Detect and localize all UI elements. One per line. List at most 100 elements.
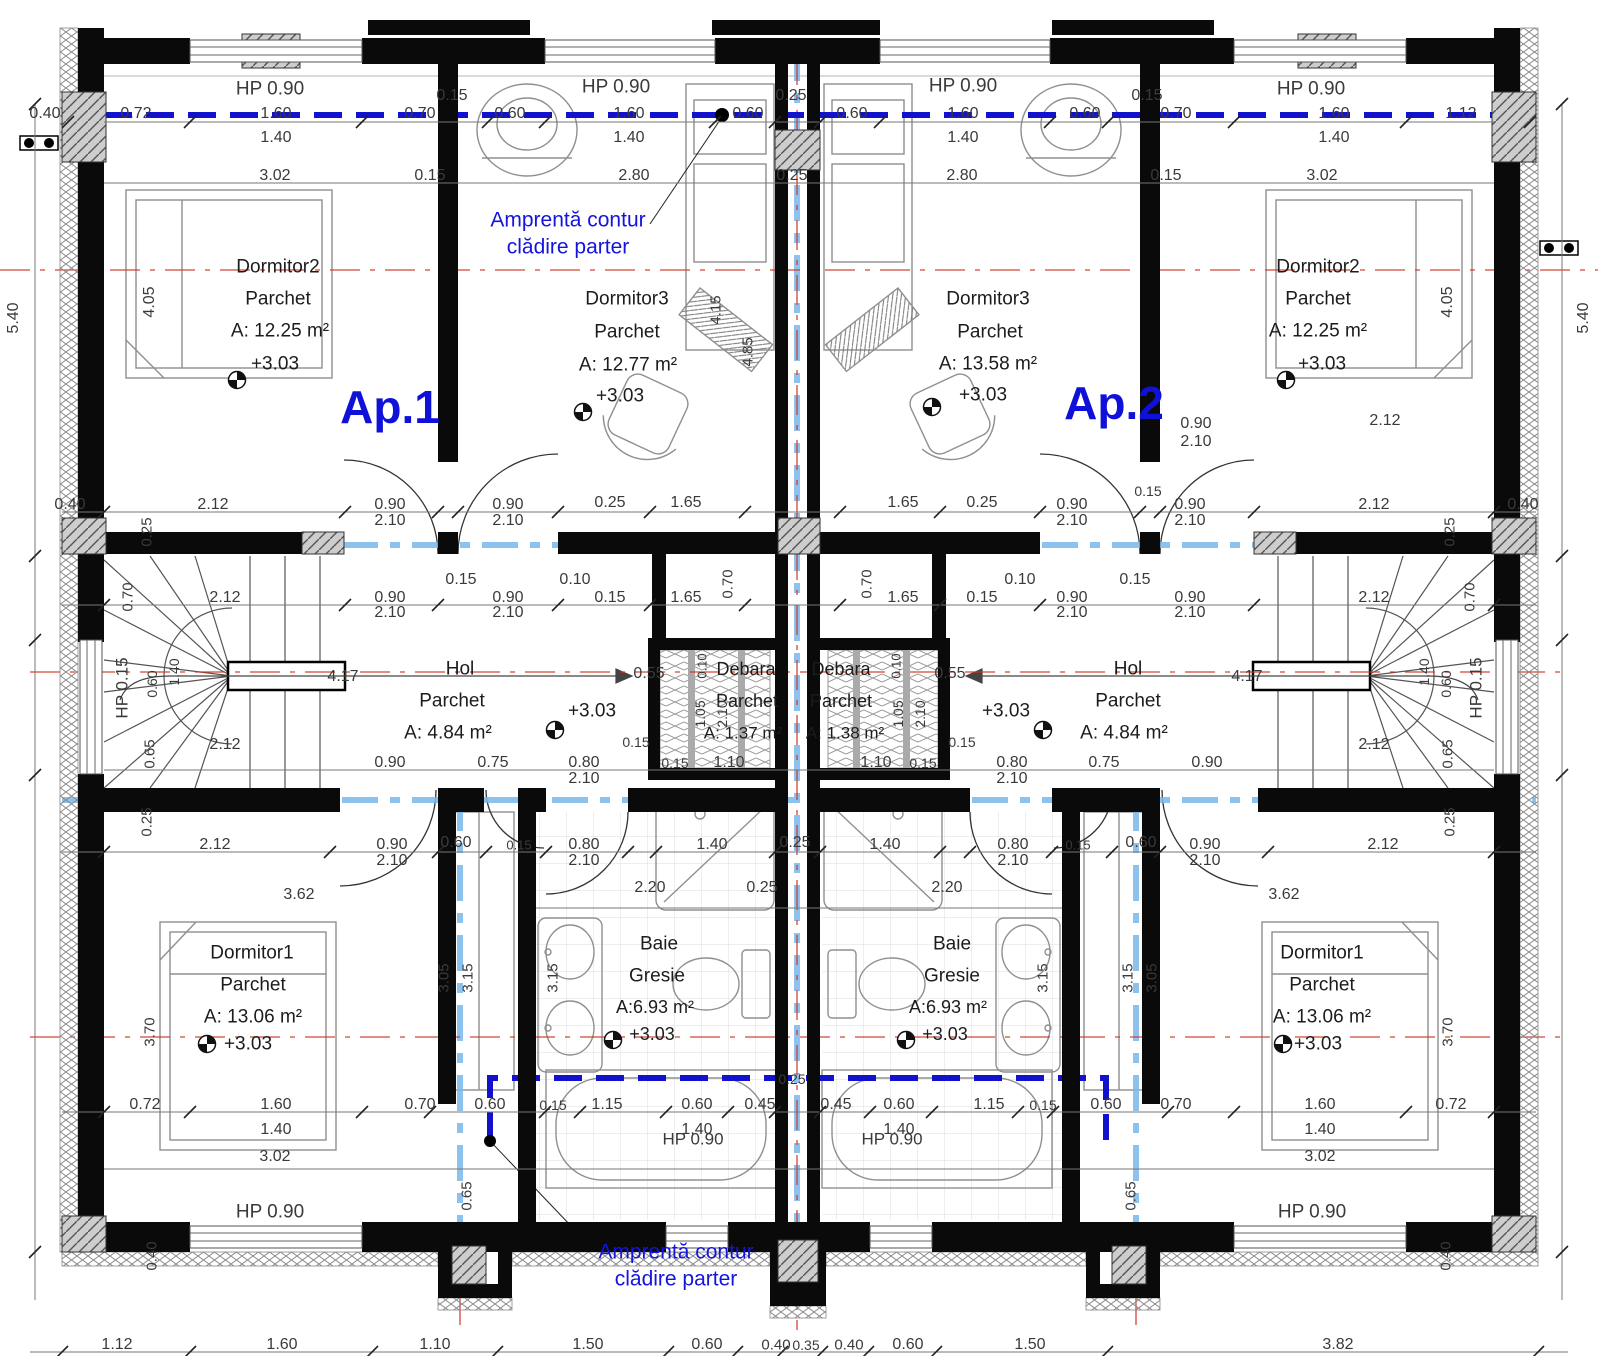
dim-label: 0.80 — [996, 754, 1028, 771]
dim-label: 0.90 — [1056, 589, 1088, 606]
wall-tie-symbol — [19, 135, 1579, 256]
dim-label: 4.85 — [739, 337, 757, 367]
dim-label: 1.40 — [1304, 1121, 1336, 1138]
dim-label: 2.12 — [1358, 736, 1390, 753]
dim-label: 3.62 — [283, 886, 315, 903]
dim-label: 1.15 — [973, 1096, 1005, 1113]
dim-label: 0.70 — [1461, 582, 1479, 612]
dim-label: 0.25 — [746, 879, 778, 896]
dim-label: 0.60 — [1090, 1096, 1122, 1113]
dim-label: 1.65 — [670, 494, 702, 511]
dim-label: 0.40 — [834, 1336, 864, 1354]
room-name: Hol — [445, 658, 475, 680]
dim-label: 0.90 — [1180, 415, 1212, 432]
dim-label: 2.10 — [1174, 512, 1206, 529]
room-level: +3.03 — [250, 353, 300, 375]
closet-shelving — [659, 649, 939, 769]
room-area: A: 1.38 m² — [805, 723, 885, 743]
dim-label: 2.10 — [1180, 433, 1212, 450]
dim-label: 0.75 — [477, 754, 509, 771]
dim-label: 1.12 — [1445, 105, 1477, 122]
dim-label: 3.02 — [259, 1148, 291, 1165]
parapet-label: HP 0.90 — [1276, 78, 1346, 100]
dim-label: 2.10 — [492, 512, 524, 529]
dim-label: 0.40 — [1437, 1241, 1455, 1271]
dim-label: 1.65 — [887, 589, 919, 606]
room-floor: Gresie — [924, 965, 980, 987]
toilet — [672, 949, 771, 1019]
parapet-label: HP 0.90 — [928, 75, 998, 97]
dim-label: 0.90 — [1056, 496, 1088, 513]
room-name: Hol — [1113, 658, 1143, 680]
room-name: Dormitor2 — [1276, 256, 1360, 278]
dim-label: 0.25 — [966, 494, 998, 511]
office-chair — [909, 373, 996, 461]
dim-label: 1.60 — [260, 105, 292, 122]
dim-label: 0.80 — [997, 836, 1029, 853]
dim-label: 0.55 — [934, 665, 966, 682]
dim-label: 0.90 — [1174, 496, 1206, 513]
dim-label: 0.60 — [883, 1096, 915, 1113]
parapet-label: HP 0.90 — [581, 76, 651, 98]
dim-label: 1.60 — [1304, 1096, 1336, 1113]
dim-label: 4.05 — [1439, 286, 1456, 318]
parapet-label: HP 0.90 — [861, 1129, 923, 1149]
dim-label: 2.80 — [946, 167, 978, 184]
dim-label: 2.10 — [996, 770, 1028, 787]
dim-label: 2.12 — [197, 496, 229, 513]
dim-label: 0.55 — [633, 665, 665, 682]
room-area: A: 13.06 m² — [203, 1006, 303, 1028]
dim-label: 0.65 — [1439, 739, 1457, 769]
dim-label: 0.15 — [966, 589, 998, 606]
dim-label: 3.02 — [1304, 1148, 1336, 1165]
parapet-label: HP 0.90 — [662, 1129, 724, 1149]
dim-label: 0.75 — [1088, 754, 1120, 771]
dim-label: 0.70 — [719, 569, 737, 599]
dim-label: 1.65 — [670, 589, 702, 606]
room-floor: Parchet — [220, 974, 286, 996]
dim-label: 1.40 — [260, 1121, 292, 1138]
dim-label: 2.10 — [374, 512, 406, 529]
dim-label: 0.60 — [1438, 670, 1454, 698]
dim-label: 1.40 — [869, 836, 901, 853]
room-level: +3.03 — [981, 700, 1031, 722]
dim-label: 0.15 — [1119, 571, 1151, 588]
dim-label: 0.25 — [138, 807, 156, 837]
dim-label: 1.50 — [1014, 1336, 1046, 1353]
bed — [1261, 921, 1439, 1151]
room-name: Baie — [639, 933, 679, 955]
dim-label: 0.25 — [779, 834, 811, 851]
room-area: A:6.93 m² — [615, 997, 695, 1017]
dim-label: 0.80 — [568, 836, 600, 853]
room-name: Debara — [716, 659, 776, 679]
room-level: +3.03 — [922, 1024, 968, 1044]
room-floor: Parchet — [809, 691, 873, 711]
dim-label: 3.02 — [1306, 167, 1338, 184]
office-chair — [602, 373, 689, 461]
dim-label: 0.25 — [1441, 807, 1459, 837]
dim-label: 2.10 — [997, 852, 1029, 869]
dim-label: 0.60 — [494, 105, 526, 122]
dim-label: 2.12 — [199, 836, 231, 853]
room-name: Dormitor2 — [236, 256, 320, 278]
dim-label: 0.90 — [1191, 754, 1223, 771]
dim-label: 0.65 — [141, 739, 159, 769]
dim-label: 0.60 — [474, 1096, 506, 1113]
dim-label: 2.80 — [618, 167, 650, 184]
dim-label: 2.12 — [1367, 836, 1399, 853]
room-area: A: 12.25 m² — [1268, 320, 1368, 342]
dim-label: 1.60 — [266, 1336, 298, 1353]
room-area: A: 4.84 m² — [1080, 722, 1168, 744]
dim-label: 1.10 — [713, 754, 745, 771]
toilet — [827, 949, 926, 1019]
dim-label: 0.70 — [1160, 1096, 1192, 1113]
dim-label: 0.25 — [778, 1071, 806, 1087]
dim-label: 2.10 — [568, 852, 600, 869]
dim-label: 2.10 — [374, 604, 406, 621]
room-area: A: 12.25 m² — [230, 320, 330, 342]
dim-label: 0.60 — [691, 1336, 723, 1353]
footprint-annotation: clădire parter — [614, 1267, 738, 1291]
dim-label: 0.35 — [792, 1337, 820, 1353]
